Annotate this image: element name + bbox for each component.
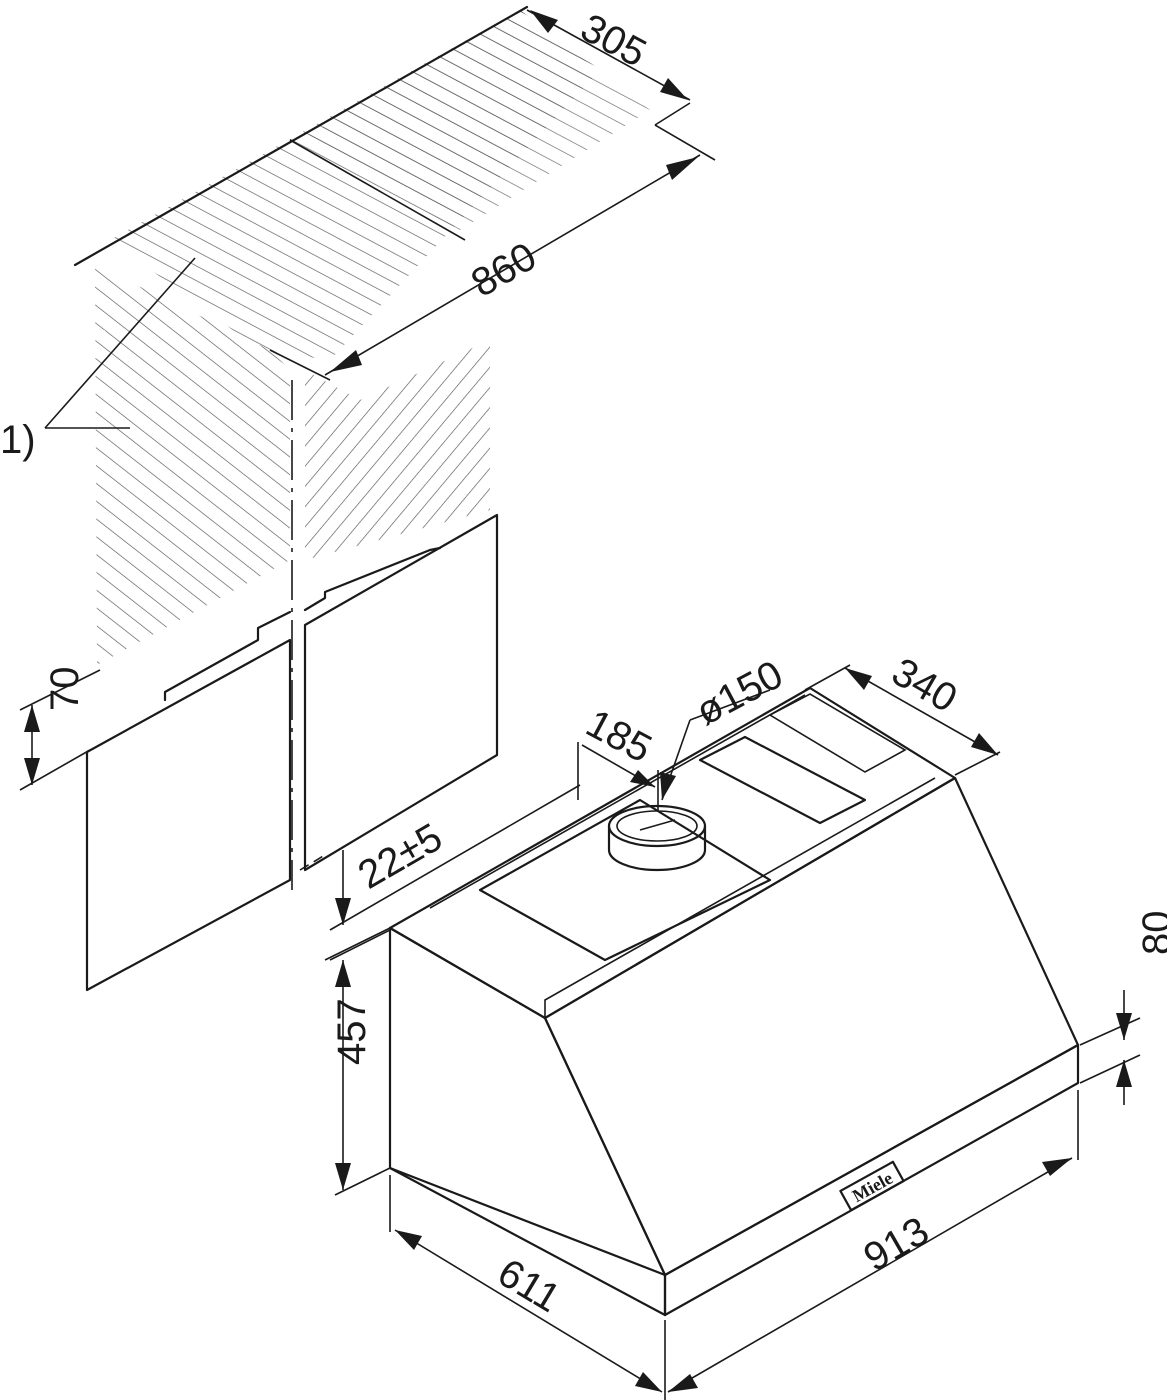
note-marker: 1) — [0, 418, 36, 462]
hood-top — [388, 686, 957, 1020]
chimney-back-panel — [303, 513, 499, 872]
wall-hatch-right — [305, 340, 490, 560]
ceiling-joint — [289, 139, 466, 241]
ceiling — [73, 5, 650, 360]
duct-collar-top — [607, 804, 707, 848]
hood-left-side — [388, 926, 667, 1277]
dimension-611 — [389, 1175, 666, 1400]
dimension-80 — [1079, 990, 1141, 1105]
dimension-860 — [269, 124, 716, 381]
ceiling-edge — [73, 5, 529, 267]
dim-ceiling-width: 860 — [464, 234, 544, 305]
duct-collar-body — [607, 824, 707, 872]
dim-hood-front-height: 80 — [1135, 911, 1167, 956]
wall-hatch-left — [95, 265, 290, 665]
dim-chimney-overlap: 70 — [43, 667, 87, 712]
dimension-913 — [667, 1090, 1079, 1393]
chimney-top-lip-back — [303, 546, 442, 612]
brand-badge-frame — [839, 1160, 905, 1212]
dimension-70 — [19, 669, 101, 791]
hood-bottom-left-edge — [388, 1166, 667, 1317]
dimension-185 — [577, 742, 659, 812]
wall — [95, 265, 490, 665]
dim-hood-width: 913 — [857, 1209, 937, 1280]
hood: Miele — [388, 686, 1080, 1317]
dim-hood-height: 457 — [330, 998, 374, 1065]
chimney — [85, 513, 499, 992]
chimney-top-lip — [163, 610, 292, 702]
dim-hood-depth: 611 — [490, 1251, 567, 1322]
note-leader — [44, 257, 196, 429]
dim-duct-diameter: ø150 — [689, 652, 790, 734]
filter-plate-front — [478, 798, 772, 962]
filter-plate-back — [698, 735, 867, 825]
dimension-305 — [526, 9, 691, 126]
dimension-22 — [299, 784, 581, 961]
dim-duct-offset: 22±5 — [351, 815, 450, 897]
dimension-340 — [804, 664, 1001, 776]
chimney-front-panel — [85, 638, 292, 992]
dimension-150 — [660, 689, 771, 801]
dim-duct-distance: 185 — [579, 701, 659, 771]
dimension-457 — [324, 927, 391, 1196]
dim-hood-depth-top: 340 — [885, 650, 965, 721]
ceiling-hatch-right — [300, 10, 650, 230]
